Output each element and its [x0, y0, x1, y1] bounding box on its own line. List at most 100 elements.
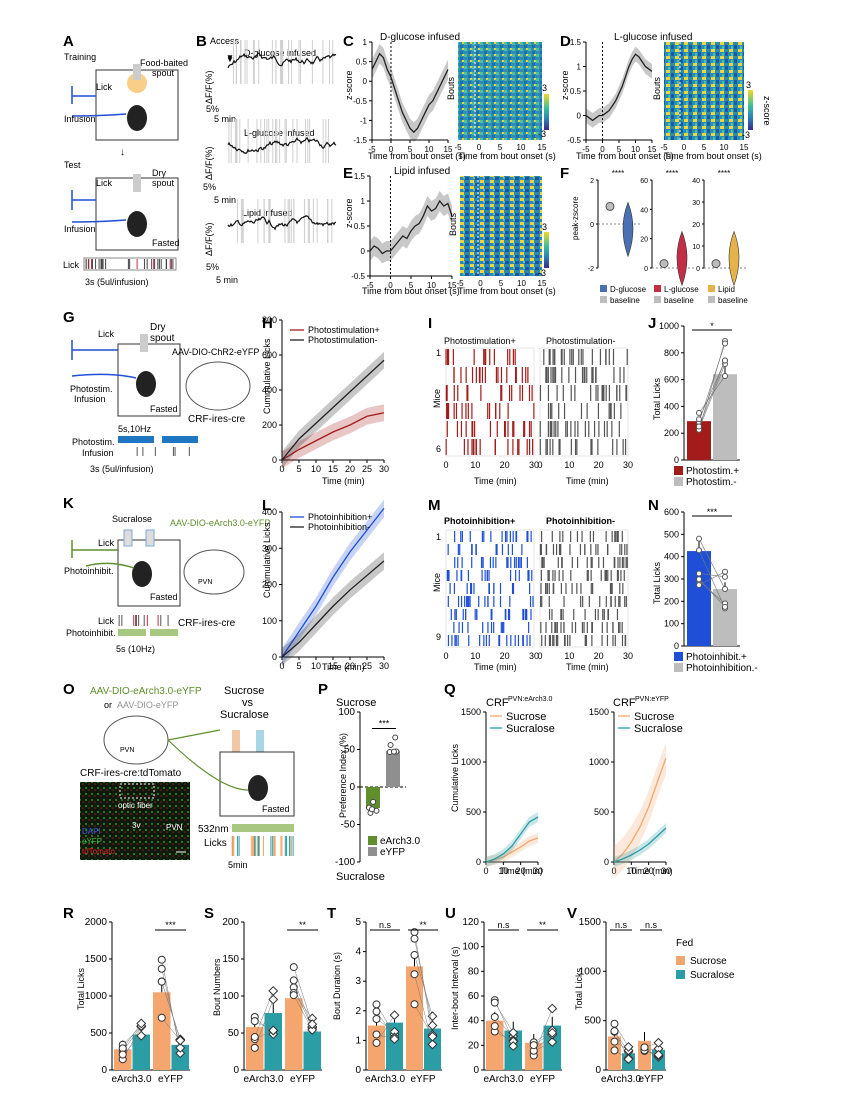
G-freq: 5s,10Hz: [118, 424, 152, 434]
paired-line: [614, 1023, 629, 1048]
series-1-line: [281, 560, 385, 658]
E-ylabel: z-score: [344, 198, 354, 228]
O-mouse-icon: [248, 775, 268, 801]
spout-label-2: spout: [152, 178, 175, 188]
point-diamond: [175, 1042, 186, 1053]
legend-swatch: [674, 663, 683, 672]
G-stim-bar-1: [118, 436, 154, 443]
y-tick-label: -0.5: [353, 97, 367, 106]
y-tick-label: 2000: [85, 917, 108, 928]
hm-x-tick-label: 10: [517, 279, 526, 288]
y-tick-label: 1: [577, 63, 582, 72]
paired-line: [414, 938, 433, 1026]
paired-line: [122, 1023, 142, 1049]
G-fasted: Fasted: [150, 404, 178, 414]
lick-label-2: Lick: [96, 178, 113, 188]
P-bottom: Sucralose: [336, 871, 385, 883]
raster-x-tick-label: 0: [443, 651, 448, 661]
point: [722, 372, 728, 379]
y-tick-label: 500: [584, 1016, 601, 1027]
dff-trace: [227, 214, 337, 231]
I-xlabel-1: Time (min): [474, 476, 517, 486]
scale-y-2: 5%: [203, 182, 216, 192]
y-tick-label: 1500: [589, 707, 609, 717]
point: [696, 423, 702, 430]
point-circle: [640, 1043, 649, 1052]
x-tick-label: 0: [483, 866, 488, 876]
lick-row-label: Lick: [63, 260, 80, 270]
point: [390, 748, 397, 755]
O-licks: Licks: [204, 838, 227, 849]
raster-x-tick-label: 30: [623, 651, 633, 661]
point: [370, 798, 377, 805]
y-tick-label: 1500: [461, 707, 481, 717]
point: [722, 340, 728, 347]
O-fiber-line: [167, 729, 249, 791]
bar-sucrose: [285, 998, 303, 1070]
food-glow: [127, 73, 147, 93]
Q1-series-0-line: [485, 837, 539, 863]
O-dapi: DAPI: [82, 827, 101, 836]
panel-letter-S: S: [204, 905, 214, 922]
sig-label: n.s: [615, 920, 628, 930]
paired-line: [376, 1015, 395, 1044]
panel-B-traces: Access D-glucose infused L-glucose infus…: [203, 36, 337, 285]
panel-P: Sucrose Sucralose Preference Index (%) -…: [335, 697, 420, 883]
F-treatment-violin: [622, 201, 634, 258]
raster-x-tick-label: 10: [564, 460, 574, 470]
panel-F: peak-zscore -202****0204060****010203040…: [571, 169, 748, 305]
E-cbar-top: 3: [542, 222, 547, 232]
raster-x-tick-label: 0: [537, 651, 542, 661]
point: [696, 570, 702, 577]
F-y-tick-label: 30: [692, 200, 700, 207]
G-infusion-line: [71, 340, 137, 379]
hm-x-tick-label: 5: [702, 143, 707, 152]
y-tick-label: -1.5: [353, 136, 367, 145]
hm-x-tick-label: 0: [477, 143, 482, 152]
P-ylabel: Preference Index (%): [338, 733, 348, 818]
K-pvn: PVN: [198, 579, 212, 586]
dff-ylabel-3: ΔF/F(%): [204, 222, 214, 256]
panel-E: Lipid infused z-score Time from bout ons…: [344, 166, 556, 296]
point-circle: [157, 964, 166, 973]
point-diamond: [268, 994, 279, 1005]
sig-label: ***: [165, 920, 176, 930]
bar-1: [386, 751, 400, 787]
V-legend-sucrose-swatch: [676, 956, 685, 965]
infusion-label-2: Infusion: [64, 224, 96, 234]
legend-label: Photoinhibition.-: [686, 663, 758, 674]
y-tick-label: -1: [360, 116, 368, 125]
point-circle: [610, 1046, 619, 1055]
point-circle: [289, 976, 298, 985]
x-tick-label: 0: [279, 661, 284, 671]
x-tick-label: 25: [362, 464, 372, 474]
x-tick-label: 30: [533, 866, 543, 876]
y-tick-label: 0: [595, 1065, 601, 1076]
K-bottle-2: [145, 529, 155, 547]
y-tick-label: 200: [222, 917, 239, 928]
panel-letter-R: R: [63, 905, 74, 922]
y-tick-label: 100: [664, 619, 679, 629]
panel-letter-L: L: [262, 497, 271, 514]
panel-letter-A: A: [63, 33, 74, 50]
dry-label: Dry: [152, 168, 166, 178]
spout-icon: [133, 64, 141, 80]
legend-label: Photoinhibition+: [308, 512, 372, 522]
E-xlabel: Time from bout onset (s): [362, 286, 460, 296]
y-tick-label: 4: [355, 947, 361, 958]
point-circle: [490, 1012, 499, 1021]
raster-x-tick-label: 10: [564, 651, 574, 661]
point-diamond: [508, 1027, 519, 1038]
group-label: eYFP: [410, 1074, 435, 1085]
hm-x-tick-label: 5: [499, 279, 504, 288]
x-tick-label: -5: [368, 145, 376, 154]
x-tick-label: 20: [345, 464, 355, 474]
panel-letter-K: K: [63, 495, 74, 512]
